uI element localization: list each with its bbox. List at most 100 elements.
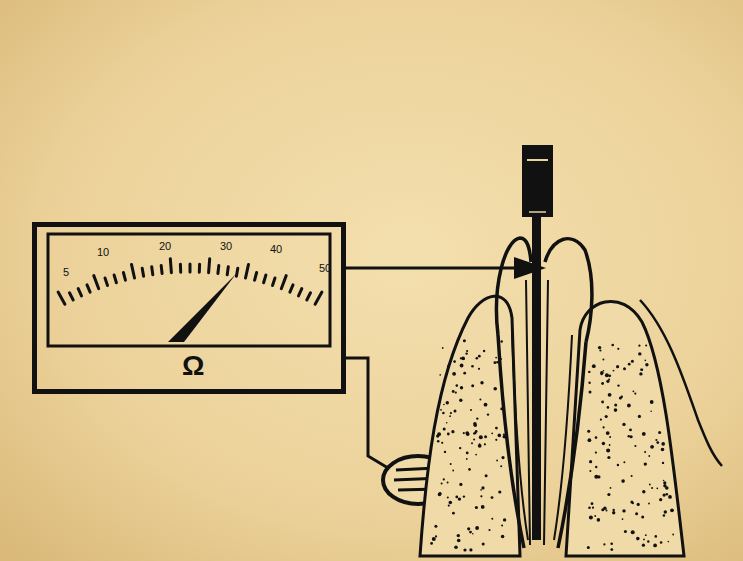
- stipple-dot: [603, 507, 606, 510]
- scale-tick: [209, 259, 210, 273]
- stipple-dot: [485, 474, 488, 477]
- stipple-dot: [644, 462, 647, 465]
- stipple-dot: [469, 531, 472, 534]
- stipple-dot: [594, 515, 596, 517]
- stipple-dot: [589, 515, 593, 519]
- scale-number: 10: [97, 247, 109, 258]
- stipple-dot: [450, 412, 452, 414]
- stipple-dot: [452, 372, 456, 376]
- stipple-dot: [610, 487, 612, 489]
- scale-tick: [273, 278, 276, 286]
- scale-tick: [142, 268, 143, 276]
- stipple-dot: [648, 503, 650, 505]
- stipple-dot: [594, 475, 598, 479]
- stipple-dot: [447, 482, 449, 484]
- stipple-dot: [449, 415, 451, 417]
- stipple-dot: [459, 483, 462, 486]
- stipple-dot: [661, 448, 665, 452]
- stipple-dot: [653, 544, 657, 548]
- stipple-dot: [478, 444, 482, 448]
- stipple-dot: [648, 455, 650, 457]
- stipple-dot: [476, 417, 478, 419]
- stipple-dot: [452, 512, 455, 515]
- stipple-dot: [617, 348, 619, 350]
- stipple-dot: [660, 541, 663, 544]
- stipple-dot: [668, 541, 670, 543]
- stipple-dot: [501, 524, 503, 526]
- stipple-dot: [587, 430, 590, 433]
- scale-tick: [152, 267, 153, 275]
- stipple-dot: [661, 442, 665, 446]
- stipple-dot: [630, 435, 633, 438]
- stipple-dot: [475, 526, 479, 530]
- stipple-dot: [461, 356, 465, 360]
- scale-tick: [160, 266, 164, 274]
- scale-tick: [70, 293, 74, 300]
- stipple-dot: [472, 533, 474, 535]
- stipple-dot: [484, 435, 487, 438]
- stipple-dot: [635, 512, 638, 515]
- scale-tick: [78, 289, 81, 296]
- file-handle-mark: [529, 211, 546, 213]
- stipple-dot: [469, 548, 472, 551]
- scale-tick: [227, 267, 228, 275]
- stipple-dot: [616, 365, 619, 368]
- file-shaft: [532, 217, 541, 540]
- stipple-dot: [597, 518, 601, 522]
- stipple-dot: [471, 365, 474, 368]
- stipple-dot: [595, 436, 598, 439]
- stipple-dot: [612, 511, 615, 514]
- stipple-dot: [451, 430, 454, 433]
- stipple-dot: [468, 468, 471, 471]
- stipple-dot: [641, 369, 643, 371]
- stipple-dot: [483, 350, 485, 352]
- stipple-dot: [622, 518, 624, 520]
- stipple-dot: [449, 501, 453, 505]
- stipple-dot: [644, 451, 646, 453]
- stipple-dot: [438, 493, 442, 497]
- stipple-dot: [436, 434, 439, 437]
- stipple-dot: [466, 458, 468, 460]
- stipple-dot: [479, 443, 481, 445]
- stipple-dot: [638, 352, 641, 355]
- stipple-dot: [501, 535, 505, 539]
- stipple-dot: [600, 419, 602, 421]
- stipple-dot: [591, 502, 594, 505]
- stipple-dot: [463, 548, 466, 551]
- stipple-dot: [636, 537, 640, 541]
- scale-tick: [105, 278, 108, 286]
- stipple-dot: [446, 422, 448, 424]
- stipple-dot: [434, 525, 437, 528]
- stipple-dot: [440, 409, 442, 411]
- stipple-dot: [632, 502, 634, 504]
- stipple-dot: [455, 496, 458, 499]
- stipple-dot: [458, 497, 461, 500]
- stipple-dot: [609, 436, 611, 438]
- stipple-dot: [444, 451, 446, 453]
- stipple-dot: [480, 495, 482, 497]
- stipple-dot: [482, 542, 485, 545]
- stipple-dot: [442, 412, 445, 415]
- stipple-dot: [495, 357, 497, 359]
- dentin-line: [554, 335, 572, 540]
- stipple-dot: [605, 373, 609, 377]
- stipple-dot: [471, 384, 474, 387]
- pointer-arrow-line: [345, 267, 520, 270]
- stipple-dot: [478, 368, 480, 370]
- stipple-dot: [666, 493, 669, 496]
- stipple-dot: [643, 539, 645, 541]
- file-handle-mark: [527, 159, 548, 161]
- stipple-dot: [501, 456, 504, 459]
- stipple-dot: [454, 410, 457, 413]
- scale-tick: [114, 275, 116, 283]
- scale-ticks: [58, 259, 322, 305]
- stipple-dot: [634, 393, 636, 395]
- stipple-dot: [446, 401, 449, 404]
- stipple-dot: [459, 399, 462, 402]
- stipple-dot: [498, 434, 502, 438]
- stipple-dot: [611, 344, 614, 347]
- stipple-dot: [650, 445, 654, 449]
- stipple-dot: [668, 495, 672, 499]
- stipple-dot: [663, 484, 666, 487]
- stipple-dot: [588, 506, 591, 509]
